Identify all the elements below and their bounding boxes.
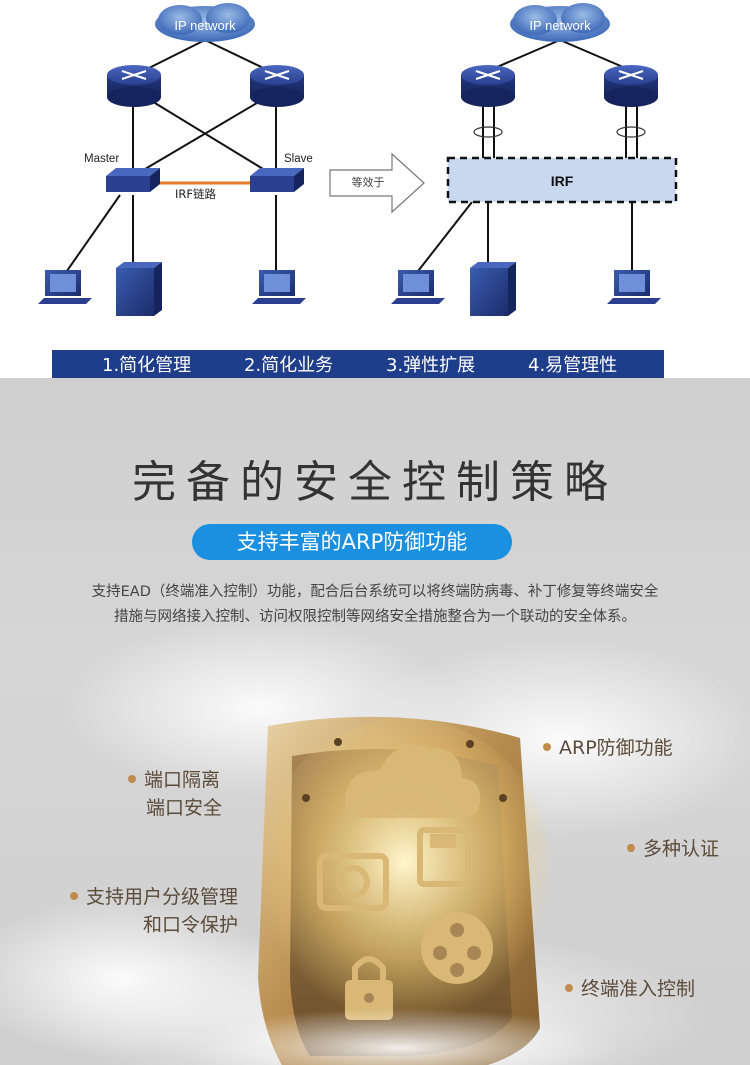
security-section: 完备的安全控制策略 支持丰富的ARP防御功能 支持EAD（终端准入控制）功能，配… — [0, 378, 750, 1065]
pc-icon — [607, 270, 661, 304]
section-title: 完备的安全控制策略 — [132, 457, 618, 508]
benefits-bar: 1.简化管理 2.简化业务 3.弹性扩展 4.易管理性 — [52, 350, 664, 382]
link-aggregation-ring — [616, 126, 646, 138]
feature-arp-defense: ARP防御功能 — [543, 734, 673, 762]
cloud-icon — [155, 3, 255, 42]
equivalent-arrow-icon — [329, 152, 425, 214]
right-links — [414, 39, 638, 278]
benefit-item: 3.弹性扩展 — [386, 355, 476, 376]
irf-virtual-switch-box — [446, 156, 678, 204]
section-description: 支持EAD（终端准入控制）功能，配合后台系统可以将终端防病毒、补丁修复等终端安全… — [30, 580, 720, 630]
description-line: 措施与网络接入控制、访问权限控制等网络安全措施整合为一个联动的安全体系。 — [114, 609, 636, 625]
feature-terminal-admission: 终端准入控制 — [565, 975, 695, 1003]
left-cloud-label: IP network — [174, 18, 236, 33]
server-icon — [470, 262, 516, 316]
irf-link-label: IRF链路 — [175, 187, 216, 201]
feature-user-level-management: 支持用户分级管理 和口令保护 — [46, 883, 238, 939]
benefit-item: 4.易管理性 — [528, 355, 618, 376]
feature-port-isolation: 端口隔离 端口安全 — [128, 766, 222, 822]
master-label: Master — [84, 153, 119, 165]
feature-text: 和口令保护 — [142, 914, 238, 936]
link-aggregation-ring — [473, 126, 503, 138]
feature-text: 多种认证 — [643, 838, 720, 860]
benefit-item: 2.简化业务 — [244, 355, 334, 376]
pc-icon — [38, 270, 92, 304]
router-icon — [604, 65, 658, 107]
feature-text: 终端准入控制 — [581, 978, 696, 1000]
left-links — [61, 39, 279, 279]
switch-icon-slave — [250, 168, 304, 192]
arp-defense-pill: 支持丰富的ARP防御功能 — [192, 524, 512, 560]
benefit-item: 1.简化管理 — [102, 355, 192, 376]
server-icon — [116, 262, 162, 316]
bullet-dot — [627, 843, 635, 852]
irf-diagram-section: IP network Master Slave IRF链路 — [0, 0, 750, 382]
cloud-background — [0, 618, 750, 1065]
right-cloud-label: IP network — [529, 18, 591, 33]
bullet-dot — [565, 983, 573, 992]
feature-text: 端口隔离 — [144, 769, 221, 791]
security-shield-icon — [255, 716, 555, 1065]
bullet-dot — [543, 742, 551, 751]
feature-text: 支持用户分级管理 — [85, 886, 238, 908]
cloud-icon — [510, 3, 610, 42]
irf-label: IRF — [551, 173, 574, 189]
switch-icon-master — [106, 168, 160, 192]
slave-label: Slave — [284, 153, 313, 165]
bullet-dot — [69, 891, 78, 900]
feature-text: ARP防御功能 — [559, 737, 673, 759]
router-icon — [107, 65, 161, 107]
pc-icon — [252, 270, 306, 304]
description-line: 支持EAD（终端准入控制）功能，配合后台系统可以将终端防病毒、补丁修复等终端安全 — [91, 584, 659, 600]
arrow-label: 等效于 — [352, 175, 385, 189]
feature-multi-auth: 多种认证 — [627, 835, 719, 863]
router-icon — [461, 65, 515, 107]
irf-diagram: IP network Master Slave IRF链路 — [38, 3, 678, 316]
bullet-dot — [128, 774, 136, 783]
pc-icon — [391, 270, 445, 304]
router-icon — [250, 65, 304, 107]
feature-text: 端口安全 — [146, 797, 223, 819]
